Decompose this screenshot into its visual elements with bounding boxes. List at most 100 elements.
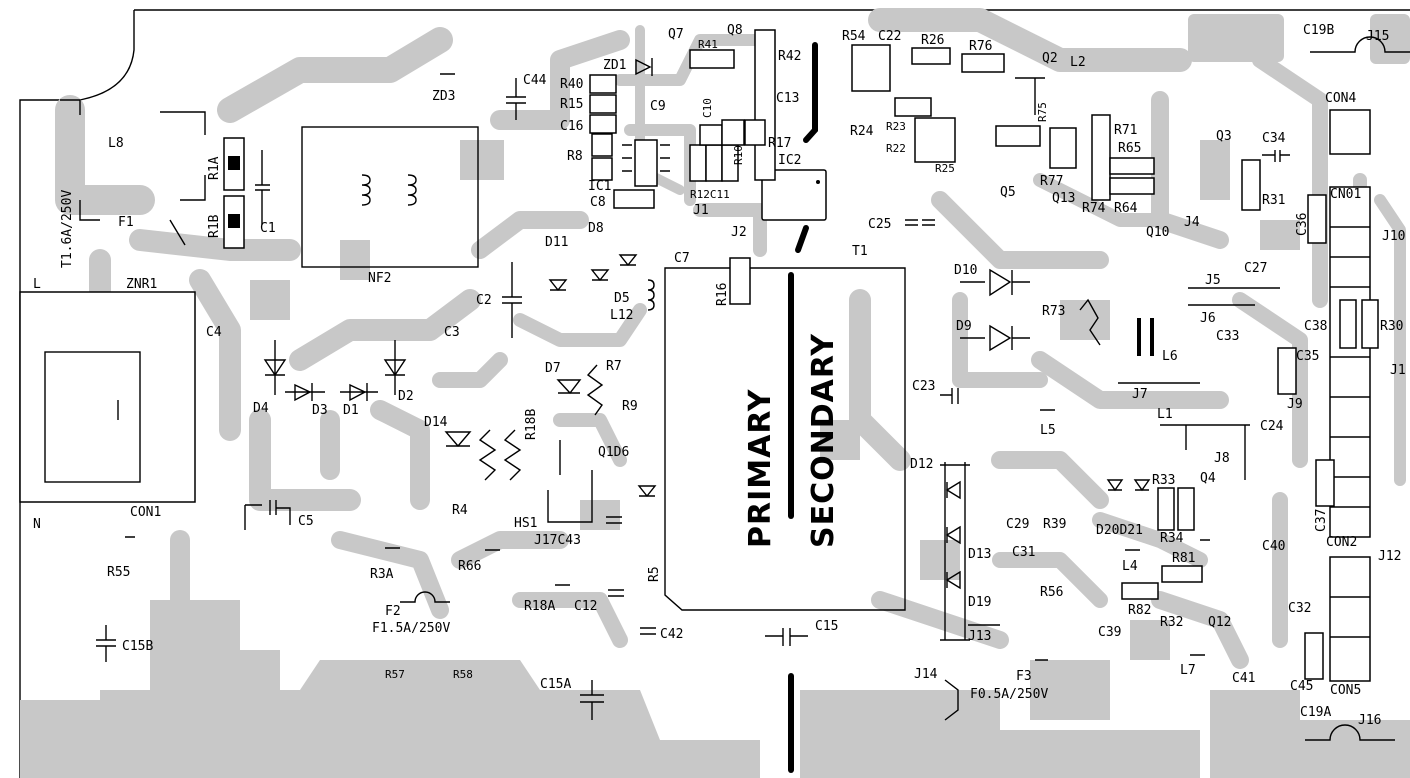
label-C38: C38 [1304, 319, 1327, 334]
label-C1: C1 [260, 221, 276, 236]
label-HS1: HS1 [514, 516, 537, 531]
label-Q10: Q10 [1146, 225, 1169, 240]
label-J7: J7 [1132, 387, 1148, 402]
label-F3: F3 [1016, 669, 1032, 684]
label-C22: C22 [878, 29, 901, 44]
label-R10: R10 [732, 145, 745, 165]
label-J16: J16 [1358, 713, 1381, 728]
label-C7: C7 [674, 251, 690, 266]
label-C15A: C15A [540, 677, 571, 692]
label-R54: R54 [842, 29, 866, 44]
label-C19B: C19B [1303, 23, 1334, 38]
label-C34: C34 [1262, 131, 1286, 146]
secondary-label: SECONDARY [806, 333, 841, 548]
label-R57: R57 [385, 668, 405, 681]
label-R41: R41 [698, 38, 718, 51]
fuse-f3-rating: F0.5A/250V [970, 687, 1048, 702]
label-R30: R30 [1380, 319, 1403, 334]
label-J13: J13 [968, 629, 991, 644]
label-C35: C35 [1296, 349, 1319, 364]
label-J5: J5 [1205, 273, 1221, 288]
label-CN01: CN01 [1330, 187, 1361, 202]
label-D1: D1 [343, 403, 359, 418]
label-D12: D12 [910, 457, 933, 472]
label-L5: L5 [1040, 423, 1056, 438]
label-C3: C3 [444, 325, 460, 340]
label-C9: C9 [650, 99, 666, 114]
label-R25: R25 [935, 162, 955, 175]
label-R55: R55 [107, 565, 130, 580]
label-C15B: C15B [122, 639, 153, 654]
label-D4: D4 [253, 401, 269, 416]
label-Q8: Q8 [727, 23, 743, 38]
label-R40: R40 [560, 77, 583, 92]
label-J6: J6 [1200, 311, 1216, 326]
label-ZD1: ZD1 [603, 58, 626, 73]
label-J12: J12 [1378, 549, 1401, 564]
label-J1: J1 [693, 203, 709, 218]
label-C29: C29 [1006, 517, 1029, 532]
label-R58: R58 [453, 668, 473, 681]
label-R9: R9 [622, 399, 638, 414]
label-R16: R16 [715, 283, 730, 306]
label-ZD3: ZD3 [432, 89, 455, 104]
primary-label: PRIMARY [743, 388, 778, 548]
label-C19A: C19A [1300, 705, 1331, 720]
label-R31: R31 [1262, 193, 1285, 208]
label-R34: R34 [1160, 531, 1184, 546]
label-C45: C45 [1290, 679, 1313, 694]
label-R15: R15 [560, 97, 583, 112]
label-J11: J1 [1390, 363, 1406, 378]
label-D2: D2 [398, 389, 414, 404]
fuse-f2-rating: F1.5A/250V [372, 621, 450, 636]
label-D11: D11 [545, 235, 568, 250]
label-D8: D8 [588, 221, 604, 236]
label-CON1: CON1 [130, 505, 161, 520]
fuse-f1-rating: T1.6A/250V [60, 190, 75, 268]
label-C5: C5 [298, 514, 314, 529]
silkscreen-outlines [19, 29, 1410, 741]
label-R65: R65 [1118, 141, 1141, 156]
boundary-labels: PRIMARY SECONDARY [743, 333, 841, 548]
label-C31: C31 [1012, 545, 1035, 560]
label-C42: C42 [660, 627, 683, 642]
label-IC1: IC1 [588, 179, 611, 194]
label-R71: R71 [1114, 123, 1137, 138]
label-J17C43: J17C43 [534, 533, 581, 548]
reference-designators: L N T1.6A/250V L8 F1 R1A R1B C1 ZNR1 NF2… [33, 23, 1406, 728]
label-C8: C8 [590, 195, 606, 210]
label-D19: D19 [968, 595, 991, 610]
label-R81: R81 [1172, 551, 1195, 566]
label-L8: L8 [108, 136, 124, 151]
label-C44: C44 [523, 73, 547, 88]
label-C33: C33 [1216, 329, 1239, 344]
label-R73: R73 [1042, 304, 1065, 319]
label-L12: L12 [610, 308, 633, 323]
label-CON4: CON4 [1325, 91, 1356, 106]
label-R56: R56 [1040, 585, 1063, 600]
label-ZNR1: ZNR1 [126, 277, 157, 292]
label-Q5: Q5 [1000, 185, 1016, 200]
label-L6: L6 [1162, 349, 1178, 364]
label-R77: R77 [1040, 174, 1063, 189]
label-R5: R5 [647, 566, 662, 582]
mains-l-label: L [33, 277, 41, 292]
label-R33: R33 [1152, 473, 1175, 488]
mains-n-label: N [33, 517, 41, 532]
label-D3: D3 [312, 403, 328, 418]
label-J14: J14 [914, 667, 938, 682]
label-R64: R64 [1114, 201, 1138, 216]
label-J9: J9 [1287, 397, 1303, 412]
label-L2: L2 [1070, 55, 1086, 70]
label-D9: D9 [956, 319, 972, 334]
label-J8: J8 [1214, 451, 1230, 466]
label-C39: C39 [1098, 625, 1121, 640]
label-R82: R82 [1128, 603, 1151, 618]
isolation-slots [788, 42, 818, 773]
label-D20D21: D20D21 [1096, 523, 1143, 538]
label-C2: C2 [476, 293, 492, 308]
label-Q4: Q4 [1200, 471, 1216, 486]
label-D10: D10 [954, 263, 977, 278]
label-C15: C15 [815, 619, 838, 634]
label-NF2: NF2 [368, 271, 391, 286]
